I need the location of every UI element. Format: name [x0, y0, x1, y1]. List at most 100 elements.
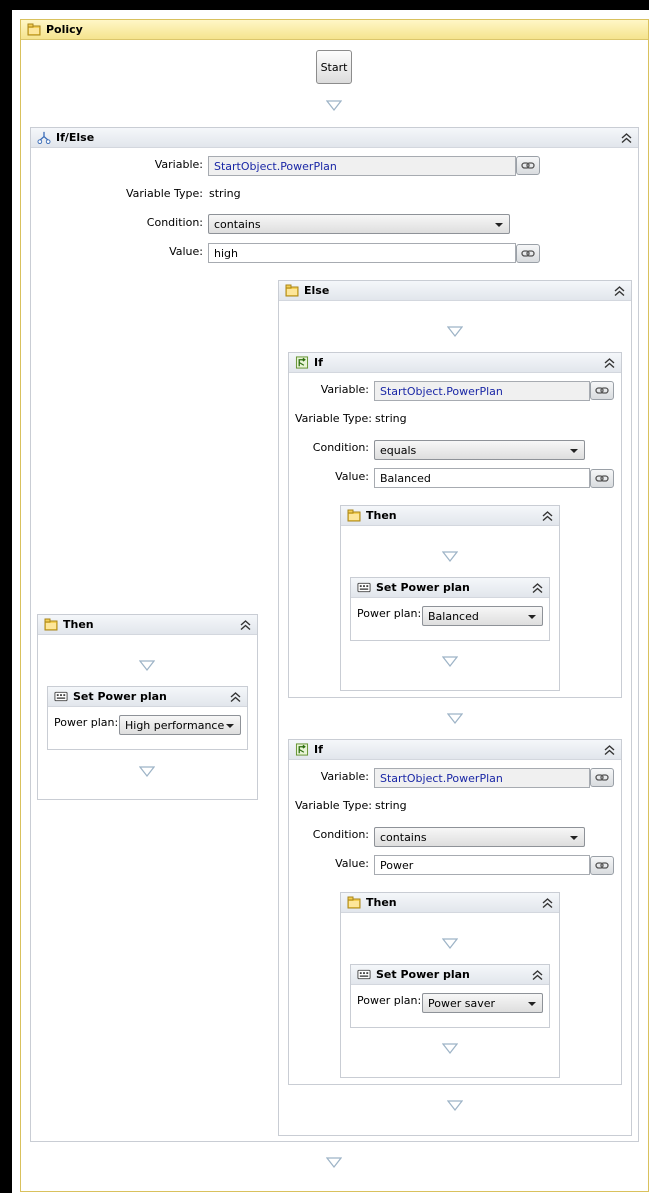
condition-dropdown[interactable]: contains	[208, 214, 510, 234]
value-field[interactable]: high	[208, 243, 516, 263]
if-title: If	[314, 356, 323, 369]
collapse-icon[interactable]	[531, 969, 544, 981]
down-arrow-icon	[139, 766, 155, 777]
link-button[interactable]	[590, 768, 614, 787]
variable-field[interactable]: StartObject.PowerPlan	[208, 156, 516, 176]
collapse-icon[interactable]	[531, 582, 544, 594]
chevron-down-icon	[570, 836, 578, 840]
down-arrow-icon	[139, 660, 155, 671]
power-plan-value: Balanced	[428, 610, 479, 623]
ifelse-header[interactable]: If/Else	[31, 128, 638, 148]
chevron-down-icon	[528, 1002, 536, 1006]
link-icon	[595, 474, 609, 483]
chevron-down-icon	[570, 449, 578, 453]
power-plan-value: High performance	[125, 719, 225, 732]
folder-icon	[347, 896, 361, 909]
condition-value: equals	[380, 444, 417, 457]
variable-field[interactable]: StartObject.PowerPlan	[374, 381, 590, 401]
then-header[interactable]: Then	[341, 893, 559, 913]
power-plan-label: Power plan:	[357, 607, 422, 620]
collapse-icon[interactable]	[613, 285, 626, 297]
collapse-icon[interactable]	[603, 744, 616, 756]
power-plan-label: Power plan:	[54, 716, 119, 729]
variable-type-label: Variable Type:	[125, 187, 203, 200]
folder-icon	[27, 23, 41, 36]
start-node[interactable]: Start	[316, 50, 352, 84]
power-plan-dropdown[interactable]: Power saver	[422, 993, 543, 1013]
set-power-plan-title: Set Power plan	[73, 690, 167, 703]
condition-label: Condition:	[312, 828, 369, 841]
variable-type-value: string	[375, 799, 407, 812]
link-button[interactable]	[590, 381, 614, 400]
down-arrow-icon	[442, 1043, 458, 1054]
link-icon	[595, 773, 609, 782]
folder-icon	[347, 509, 361, 522]
link-icon	[595, 386, 609, 395]
condition-icon	[295, 743, 309, 756]
condition-dropdown[interactable]: equals	[374, 440, 585, 460]
link-button[interactable]	[516, 244, 540, 263]
if-title: If	[314, 743, 323, 756]
value-field[interactable]: Balanced	[374, 468, 590, 488]
link-icon	[521, 249, 535, 258]
else-title: Else	[304, 284, 330, 297]
collapse-icon[interactable]	[541, 510, 554, 522]
condition-dropdown[interactable]: contains	[374, 827, 585, 847]
folder-icon	[285, 284, 299, 297]
down-arrow-icon	[447, 1100, 463, 1111]
power-plan-label: Power plan:	[357, 994, 422, 1007]
condition-icon	[295, 356, 309, 369]
ifelse-title: If/Else	[56, 131, 95, 144]
value-label: Value:	[335, 470, 369, 483]
collapse-icon[interactable]	[541, 897, 554, 909]
collapse-icon[interactable]	[229, 691, 242, 703]
power-plan-dropdown[interactable]: High performance	[119, 715, 241, 735]
link-icon	[521, 161, 535, 170]
variable-label: Variable:	[154, 158, 203, 171]
keyboard-icon	[357, 581, 371, 594]
variable-type-label: Variable Type:	[295, 799, 373, 812]
variable-type-value: string	[375, 412, 407, 425]
then-header[interactable]: Then	[38, 615, 257, 635]
condition-label: Condition:	[312, 441, 369, 454]
set-power-plan-header[interactable]: Set Power plan	[351, 578, 549, 598]
chevron-down-icon	[528, 615, 536, 619]
keyboard-icon	[357, 968, 371, 981]
link-button[interactable]	[590, 856, 614, 875]
branch-icon	[37, 131, 51, 144]
down-arrow-icon	[442, 938, 458, 949]
down-arrow-icon	[326, 1157, 342, 1168]
if-header[interactable]: If	[289, 353, 621, 373]
collapse-icon[interactable]	[603, 357, 616, 369]
link-button[interactable]	[516, 156, 540, 175]
chevron-down-icon	[226, 724, 234, 728]
policy-title: Policy	[46, 23, 83, 36]
set-power-plan-title: Set Power plan	[376, 581, 470, 594]
down-arrow-icon	[447, 713, 463, 724]
policy-header[interactable]: Policy	[21, 20, 648, 40]
else-header[interactable]: Else	[279, 281, 631, 301]
value-label: Value:	[169, 245, 203, 258]
link-icon	[595, 861, 609, 870]
variable-field[interactable]: StartObject.PowerPlan	[374, 768, 590, 788]
then-title: Then	[366, 509, 397, 522]
down-arrow-icon	[447, 326, 463, 337]
down-arrow-icon	[326, 100, 342, 111]
chevron-down-icon	[495, 223, 503, 227]
set-power-plan-header[interactable]: Set Power plan	[48, 687, 247, 707]
condition-label: Condition:	[146, 216, 203, 229]
collapse-icon[interactable]	[239, 619, 252, 631]
value-field[interactable]: Power	[374, 855, 590, 875]
condition-value: contains	[214, 218, 261, 231]
condition-value: contains	[380, 831, 427, 844]
then-header[interactable]: Then	[341, 506, 559, 526]
variable-type-value: string	[209, 187, 241, 200]
set-power-plan-header[interactable]: Set Power plan	[351, 965, 549, 985]
down-arrow-icon	[442, 551, 458, 562]
power-plan-dropdown[interactable]: Balanced	[422, 606, 543, 626]
if-header[interactable]: If	[289, 740, 621, 760]
collapse-icon[interactable]	[620, 132, 633, 144]
value-label: Value:	[335, 857, 369, 870]
keyboard-icon	[54, 690, 68, 703]
link-button[interactable]	[590, 469, 614, 488]
